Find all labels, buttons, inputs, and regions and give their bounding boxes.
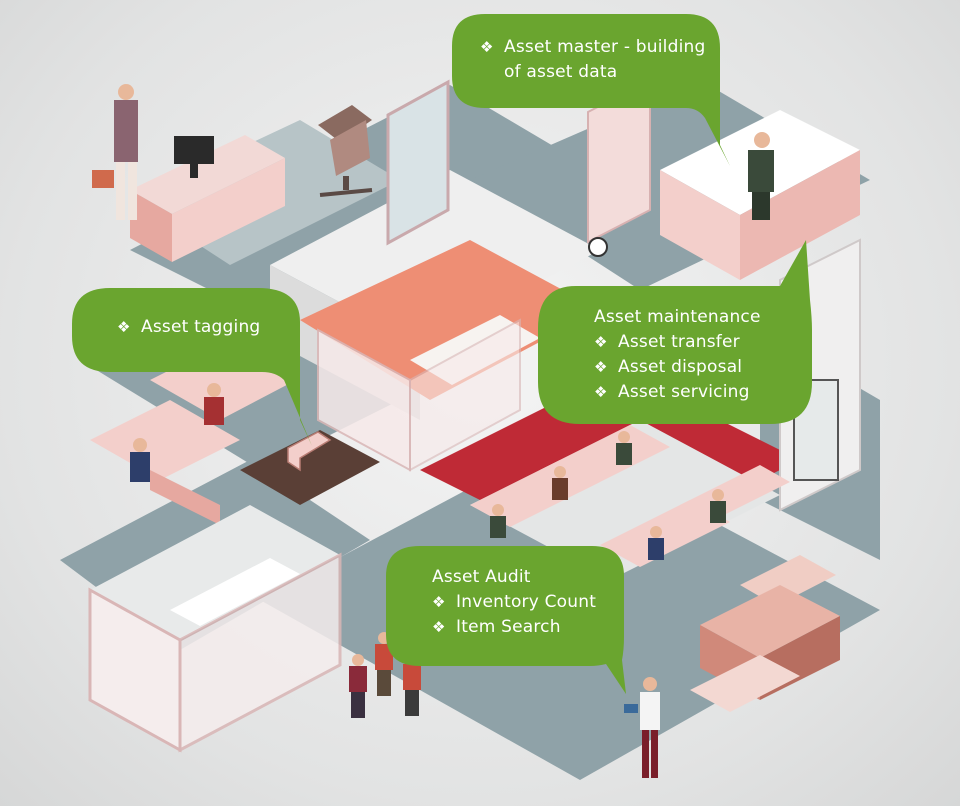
bullet-icon: ❖ bbox=[432, 618, 446, 636]
bubble-asset-master bbox=[452, 14, 730, 166]
bullet-icon: ❖ bbox=[594, 333, 608, 351]
cubicle-left-mid bbox=[90, 400, 240, 480]
auditor-with-scanner bbox=[624, 677, 660, 778]
cubicle-top-right-side bbox=[740, 150, 860, 280]
reception-desk-side bbox=[172, 158, 285, 262]
asset-master-text: ❖ Asset master - building of asset data bbox=[480, 35, 705, 85]
glass-room-bottom-floor bbox=[90, 505, 340, 640]
bullet-icon: ❖ bbox=[594, 358, 608, 376]
asset-tagging-text: ❖ Asset tagging bbox=[117, 315, 260, 340]
maintenance-item-transfer: Asset transfer bbox=[618, 332, 740, 352]
workers-center bbox=[490, 431, 726, 560]
cubicle-row-4 bbox=[680, 465, 790, 522]
worker-left-mid bbox=[130, 438, 150, 482]
cubicles-center-back bbox=[470, 420, 780, 580]
asset-tagging-line: Asset tagging bbox=[141, 317, 261, 337]
asset-master-line-2: of asset data bbox=[504, 62, 618, 82]
asset-audit-heading: Asset Audit bbox=[432, 567, 531, 587]
audit-item-inventory-count: Inventory Count bbox=[456, 592, 597, 612]
reception-monitor-stand bbox=[190, 164, 198, 178]
bubble-asset-maintenance bbox=[538, 240, 812, 424]
reception-monitor bbox=[174, 136, 214, 164]
reception-desk-front bbox=[130, 190, 172, 262]
bullet-icon: ❖ bbox=[117, 318, 131, 336]
asset-master-line-1: Asset master - building bbox=[504, 37, 706, 57]
reception-desk-top bbox=[130, 135, 285, 214]
glass-room-window bbox=[386, 79, 450, 246]
cubicle-top-right-wall bbox=[660, 170, 740, 280]
bubble-asset-tagging bbox=[72, 288, 312, 446]
bubble-asset-audit bbox=[386, 546, 626, 694]
bullet-icon: ❖ bbox=[432, 593, 446, 611]
bullet-icon: ❖ bbox=[594, 383, 608, 401]
maintenance-item-servicing: Asset servicing bbox=[618, 382, 750, 402]
right-window bbox=[793, 379, 839, 481]
visitor-figure bbox=[92, 84, 138, 220]
asset-maintenance-heading: Asset maintenance bbox=[594, 307, 761, 327]
worker-left-top bbox=[204, 383, 224, 425]
large-copier bbox=[690, 555, 840, 712]
cubicle-row-3 bbox=[600, 500, 730, 567]
maintenance-item-disposal: Asset disposal bbox=[618, 357, 743, 377]
asset-maintenance-text: Asset maintenance ❖ Asset transfer ❖ Asset… bbox=[594, 305, 761, 405]
worker-top-right bbox=[748, 132, 774, 220]
printer-small bbox=[287, 431, 332, 472]
office-chair bbox=[318, 105, 373, 197]
glass-room-bottom-right bbox=[178, 552, 342, 753]
audit-item-item-search: Item Search bbox=[456, 617, 561, 637]
printer-rug bbox=[240, 430, 380, 505]
glass-room-table bbox=[170, 558, 300, 626]
bullet-icon: ❖ bbox=[480, 38, 494, 56]
cubicle-row-2 bbox=[540, 425, 670, 492]
cubicle-left-mid-front bbox=[150, 470, 220, 525]
meeting-glass-right bbox=[409, 318, 521, 472]
wall-clock bbox=[588, 237, 608, 257]
asset-audit-text: Asset Audit ❖ Inventory Count ❖ Item Searc… bbox=[432, 565, 596, 640]
